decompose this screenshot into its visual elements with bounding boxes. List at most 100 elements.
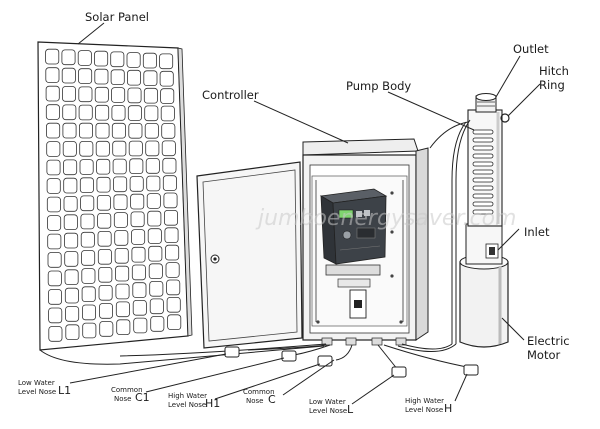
sensor-label-l: Low Water Level Nose L xyxy=(309,398,354,416)
sensor-c-line2: Nose xyxy=(246,397,263,405)
solar-cell xyxy=(167,314,182,330)
solar-cell xyxy=(113,194,128,211)
solar-cell xyxy=(149,298,164,315)
sensor-c1-line2: Nose xyxy=(114,395,131,403)
solar-cell xyxy=(65,324,80,340)
pump-slot xyxy=(472,153,494,159)
solar-cell xyxy=(164,227,179,244)
solar-cell xyxy=(144,123,159,139)
solar-cell xyxy=(145,158,160,174)
sensor-l1-letter: L1 xyxy=(58,384,71,397)
solar-cell xyxy=(82,304,97,321)
solar-cell xyxy=(64,269,79,285)
sensor-c-line1: Common xyxy=(243,388,275,396)
solar-cell xyxy=(115,301,130,318)
solar-cell xyxy=(96,176,111,193)
sensor-label-l1: Low Water Level Nose L1 xyxy=(18,379,71,397)
solar-cell xyxy=(143,87,158,104)
wiring xyxy=(39,121,479,378)
sensor-c1-line1: Common xyxy=(111,386,143,394)
solar-cell xyxy=(46,159,61,176)
solar-cell xyxy=(159,53,174,70)
solar-cell xyxy=(111,122,126,139)
solar-cell xyxy=(128,140,143,157)
solar-cell xyxy=(113,212,128,228)
sensor-label-c1: Common Nose C1 xyxy=(111,386,150,404)
solar-cell xyxy=(162,157,177,174)
solar-cell xyxy=(62,122,77,139)
label-hitch-line1: Hitch xyxy=(539,64,569,78)
solar-cell xyxy=(127,87,142,104)
sensor-l-letter: L xyxy=(347,403,354,416)
solar-cell xyxy=(131,229,146,245)
solar-cell xyxy=(143,70,158,87)
solar-cell xyxy=(81,250,96,266)
watermark: jumboenergysaver.com xyxy=(255,206,516,231)
pump-slot xyxy=(472,185,494,191)
solar-cell xyxy=(130,193,145,210)
solar-cell xyxy=(115,283,130,300)
solar-cell xyxy=(78,86,93,103)
solar-cell xyxy=(46,196,61,213)
solar-cell xyxy=(95,140,110,157)
solar-cell xyxy=(47,233,62,250)
label-controller: Controller xyxy=(202,88,259,102)
solar-cell xyxy=(114,230,129,246)
solar-cell xyxy=(79,177,94,194)
solar-cell xyxy=(63,196,78,212)
pump-slot xyxy=(472,169,494,175)
solar-cell xyxy=(63,214,78,231)
pump-slot xyxy=(472,129,494,135)
solar-cell xyxy=(128,123,143,139)
solar-cell xyxy=(45,48,60,65)
solar-cell xyxy=(79,159,94,175)
solar-cell xyxy=(81,268,96,284)
solar-cell xyxy=(130,211,145,228)
solar-cell xyxy=(47,215,62,231)
solar-cell xyxy=(95,104,110,121)
label-solar-panel: Solar Panel xyxy=(85,10,149,24)
pump-slot xyxy=(472,209,494,215)
solar-cell xyxy=(161,123,176,139)
solar-cell xyxy=(115,265,130,282)
solar-cell xyxy=(114,247,129,264)
sensor-c-letter: C xyxy=(268,393,276,406)
solar-cell xyxy=(161,140,176,157)
solar-cell xyxy=(148,245,163,262)
sensor-l-line2: Level Nose xyxy=(309,407,347,415)
solar-cell xyxy=(47,270,62,287)
label-hitch-line2: Ring xyxy=(539,78,565,92)
sensor-c1-letter: C1 xyxy=(135,391,150,404)
solar-cell xyxy=(78,104,93,121)
solar-cell xyxy=(94,68,109,85)
solar-cell xyxy=(111,87,126,103)
solar-cell xyxy=(159,70,174,87)
label-outlet: Outlet xyxy=(513,42,549,56)
pump-slot xyxy=(472,137,494,143)
solar-cell xyxy=(94,86,109,103)
solar-cell xyxy=(80,195,95,212)
solar-cell xyxy=(99,303,114,319)
solar-cells xyxy=(45,48,182,342)
solar-cell xyxy=(111,105,126,121)
leader-lines xyxy=(69,22,541,405)
solar-cell xyxy=(131,246,146,263)
solar-cell xyxy=(62,141,77,157)
solar-cell xyxy=(162,175,177,191)
label-motor-line1: Electric xyxy=(527,334,570,348)
solar-cell xyxy=(46,178,61,194)
solar-cell xyxy=(45,85,60,102)
solar-cell xyxy=(147,228,162,244)
solar-cell xyxy=(129,158,144,175)
solar-cell xyxy=(47,252,62,268)
pump-slot xyxy=(472,177,494,183)
solar-cell xyxy=(77,50,92,66)
solar-cell xyxy=(131,264,146,281)
solar-panel xyxy=(37,41,193,351)
sensor-h-line1: High Water xyxy=(405,397,444,405)
solar-cell xyxy=(99,321,114,337)
solar-cell xyxy=(97,248,112,265)
sensor-l1-line2: Level Nose xyxy=(18,388,56,396)
solar-cell xyxy=(61,49,76,66)
